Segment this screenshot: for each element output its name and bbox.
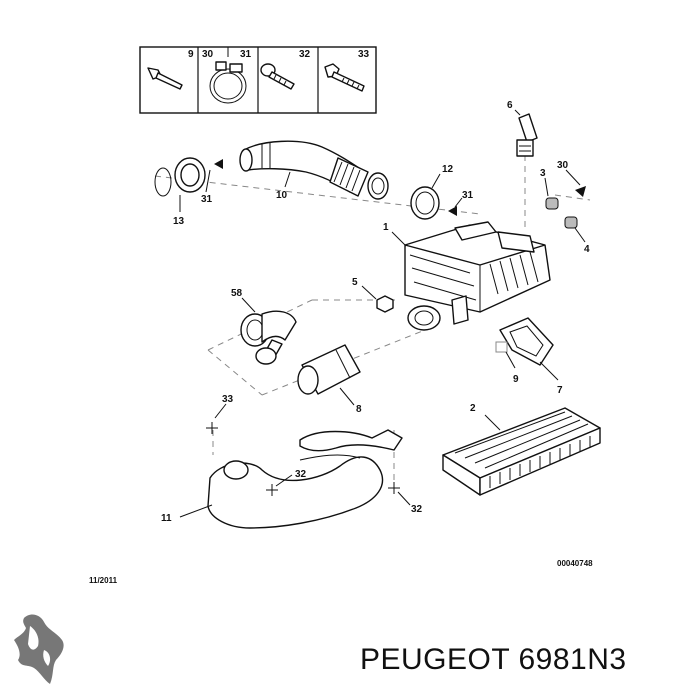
callout-7: 7 xyxy=(557,385,563,396)
fastener-marker-33: 33 xyxy=(206,394,234,434)
push-rivet-icon xyxy=(147,67,183,90)
seal-ring: 13 xyxy=(154,157,206,227)
plug-4: 4 xyxy=(564,216,590,255)
callout-13: 13 xyxy=(173,216,185,227)
callout-11: 11 xyxy=(161,513,172,524)
clip-9: 9 xyxy=(495,341,519,385)
callout-3: 3 xyxy=(540,168,546,179)
callout-31-right: 31 xyxy=(462,190,474,201)
air-filter-element: 2 xyxy=(442,403,601,496)
callout-10: 10 xyxy=(276,190,288,201)
clamp-marker-30: 30 xyxy=(557,160,586,197)
callout-32-right: 32 xyxy=(411,504,423,515)
intake-hose: 10 xyxy=(239,140,389,201)
callout-58: 58 xyxy=(231,288,243,299)
callout-33: 33 xyxy=(222,394,234,405)
callout-4: 4 xyxy=(584,244,590,255)
nut-5: 5 xyxy=(352,277,394,313)
callout-30: 30 xyxy=(557,160,569,171)
clamp-marker-right: 31 xyxy=(448,190,474,216)
sleeve-8: 8 xyxy=(297,344,362,415)
gasket-7: 7 xyxy=(499,317,563,396)
callout-32-left: 32 xyxy=(295,469,307,480)
diagram-date: 11/2011 xyxy=(89,576,118,585)
air-filter-housing: 1 xyxy=(383,221,551,331)
elbow-connector-58: 58 xyxy=(231,288,297,365)
callout-6: 6 xyxy=(507,100,513,111)
kit-label-9: 9 xyxy=(188,49,194,60)
hose-clamp-icon xyxy=(209,61,247,104)
kit-label-30: 30 xyxy=(202,49,214,60)
callout-8: 8 xyxy=(356,404,362,415)
kit-label-32: 32 xyxy=(299,49,311,60)
brand-part-number: PEUGEOT 6981N3 xyxy=(360,643,627,676)
bolt-icon xyxy=(324,63,365,92)
peugeot-lion-logo-icon xyxy=(14,614,64,684)
callout-5: 5 xyxy=(352,277,358,288)
fastener-kit-box: 9 30 31 32 33 xyxy=(139,46,377,114)
clamp-ring-12: 12 xyxy=(410,164,454,220)
fastener-marker-32-right: 32 xyxy=(388,482,423,515)
kit-label-31: 31 xyxy=(240,49,252,60)
plug-3: 3 xyxy=(540,168,559,210)
reference-code: 00040748 xyxy=(557,559,593,568)
callout-9: 9 xyxy=(513,374,519,385)
callout-1: 1 xyxy=(383,222,389,233)
lower-duct-11: 11 xyxy=(161,429,403,529)
kit-label-33: 33 xyxy=(358,49,370,60)
fastener-marker-32-left: 32 xyxy=(266,469,307,496)
callout-2: 2 xyxy=(470,403,476,414)
screw-icon xyxy=(260,63,295,90)
clamp-marker-left: 31 xyxy=(201,159,223,205)
sensor-6: 6 xyxy=(507,100,538,157)
callout-12: 12 xyxy=(442,164,454,175)
callout-31-left: 31 xyxy=(201,194,213,205)
